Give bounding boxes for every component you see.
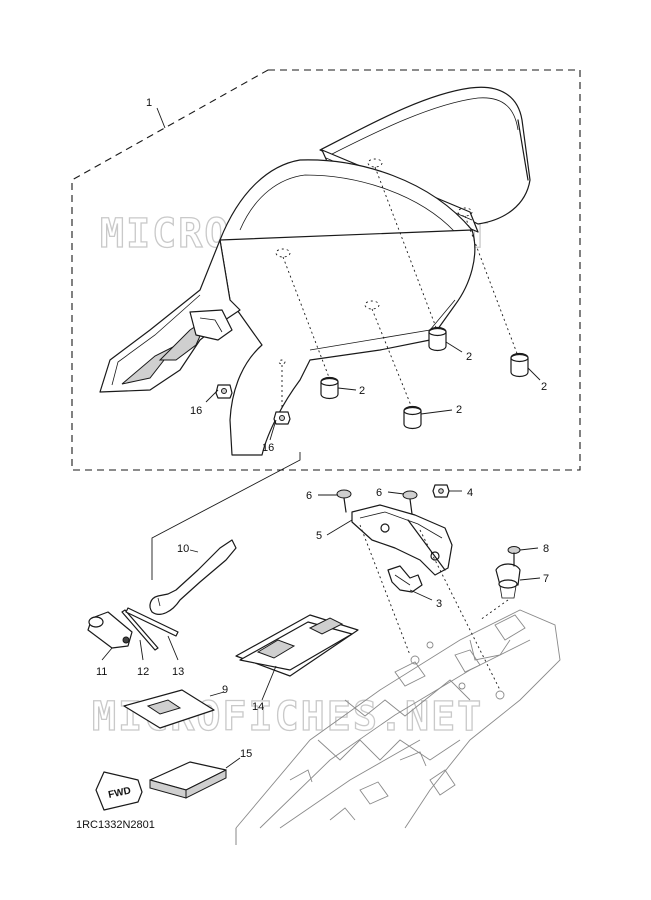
damper-1 [428,326,447,352]
callout-12: 12 [137,666,149,678]
screwdriver-shaft-13 [125,607,179,637]
callout-2d: 2 [456,404,462,416]
callout-16a: 16 [190,405,202,417]
frame-axis-lines [359,524,509,691]
callout-2a: 2 [466,351,472,363]
callout-labels: 1 2 2 2 2 16 16 3 4 5 6 6 7 8 9 10 11 12… [96,97,549,760]
leader-lines [101,107,541,769]
callout-1: 1 [146,97,152,109]
damper-2 [510,352,529,378]
callout-15: 15 [240,748,252,760]
callout-7: 7 [543,573,549,585]
seat [99,86,531,456]
damper-parts [320,326,529,430]
fwd-label: FWD [107,785,132,800]
latch-hook [387,565,423,593]
callout-2b: 2 [541,381,547,393]
callout-11: 11 [96,666,107,678]
assembly-axis-lines [281,166,519,410]
drawing-code: 1RC1332N2801 [76,819,155,831]
damper-3 [320,376,339,400]
callout-8: 8 [543,543,549,555]
callout-2c: 2 [359,385,365,397]
screwdriver-handle-11 [87,611,133,649]
callout-10: 10 [177,543,189,555]
forward-arrow-icon: FWD [95,771,143,811]
bolt-8 [507,546,521,567]
bolts-6 [336,489,418,515]
nut-parts [215,384,291,425]
nut-4 [432,484,450,498]
callout-5: 5 [316,530,322,542]
callout-6a: 6 [306,490,312,502]
callout-6b: 6 [376,487,382,499]
document-bag-14 [235,614,359,677]
tool-bag-9 [123,689,215,729]
callout-3: 3 [436,598,442,610]
callout-4: 4 [467,487,473,499]
seat-lock-bracket [351,504,453,576]
seat-mount-points [275,158,473,365]
callout-13: 13 [172,666,184,678]
tool-leader-line [151,452,301,580]
callout-14: 14 [252,701,264,713]
seat-assembly-outline [71,69,581,471]
screwdriver-bit-12 [121,609,159,651]
damper-4 [403,405,422,430]
clamp-7 [495,563,521,599]
callout-16b: 16 [262,442,274,454]
rear-frame [235,609,561,829]
owner-manual-15 [149,761,227,799]
wrench-10 [149,539,237,615]
callout-9: 9 [222,684,228,696]
